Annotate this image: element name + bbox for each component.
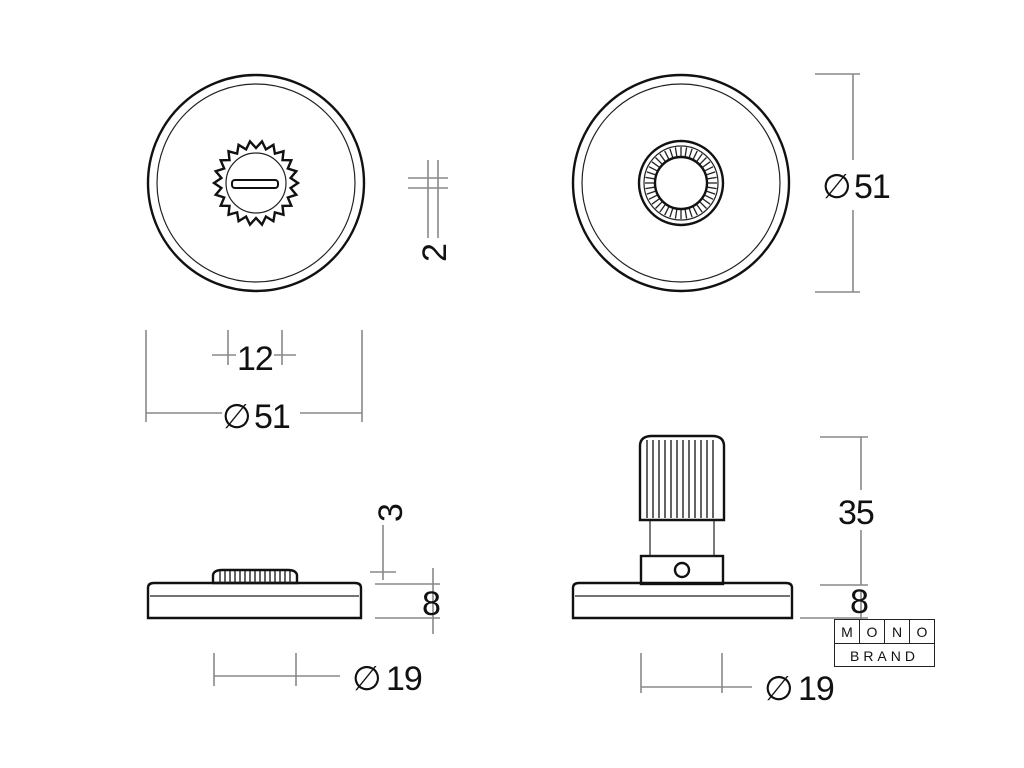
spline-tick xyxy=(645,176,655,180)
logo-letter: N xyxy=(885,620,910,643)
spline-tick xyxy=(707,186,717,190)
gear-teeth-outline xyxy=(211,139,301,227)
spline-tick xyxy=(702,161,711,168)
spline-tick xyxy=(702,198,711,205)
spline-tick xyxy=(664,206,670,216)
spline-tick xyxy=(659,153,666,162)
spindle-height-dimension: 35 xyxy=(820,436,875,586)
spline-tick xyxy=(688,208,693,218)
logo-letter: M xyxy=(835,620,860,643)
spline-tick xyxy=(707,176,717,180)
right-diameter-label: 19 xyxy=(798,670,834,708)
spindle-knurled-knob xyxy=(638,434,726,522)
set-screw-hole xyxy=(673,561,691,579)
spline-tick xyxy=(688,148,693,158)
spline-tick xyxy=(646,171,656,176)
side-view-rosette xyxy=(146,568,363,620)
side-view-with-spindle xyxy=(571,434,794,620)
spline-tick xyxy=(651,161,660,168)
logo-top-row: M O N O xyxy=(835,620,934,644)
spline-tick xyxy=(655,201,663,209)
spline-tick xyxy=(645,186,655,190)
spline-tick xyxy=(674,147,678,157)
spline-tick xyxy=(648,166,658,172)
spline-tick xyxy=(699,201,707,209)
spindle-height-label: 35 xyxy=(838,494,874,532)
right-diameter-dimension: ∅ 19 xyxy=(640,653,835,708)
side-base-thickness-label: 8 xyxy=(422,585,440,623)
spline-tick xyxy=(692,206,698,216)
right-diameter-symbol: ∅ xyxy=(764,670,793,708)
side-knurled-knob xyxy=(211,568,299,585)
spline-tick xyxy=(646,190,656,195)
spline-tick xyxy=(674,209,678,219)
spline-tick xyxy=(669,208,674,218)
spline-tick xyxy=(692,150,698,160)
rear-spline-ring xyxy=(645,147,717,219)
rear-diameter-label: 51 xyxy=(854,168,890,206)
spline-tick xyxy=(651,198,660,205)
front-diameter-dimension: ∅ 51 xyxy=(145,330,363,436)
spline-tick xyxy=(669,148,674,158)
logo-letter: O xyxy=(860,620,885,643)
rear-view-rosette xyxy=(571,73,791,293)
spline-tick xyxy=(696,153,703,162)
spline-tick xyxy=(696,204,703,213)
slot-depth-label: 2 xyxy=(416,244,454,262)
spline-tick xyxy=(704,166,714,172)
side-knob-height-dimension: 3 xyxy=(370,504,410,580)
spline-tick xyxy=(659,204,666,213)
spline-tick xyxy=(706,171,716,176)
logo-letter: O xyxy=(916,623,928,640)
spline-tick xyxy=(664,150,670,160)
side-base-thickness-dimension: 8 xyxy=(375,568,441,634)
knob-outline xyxy=(211,568,299,585)
spline-tick xyxy=(684,209,688,219)
spline-tick xyxy=(699,157,707,165)
spline-tick xyxy=(655,157,663,165)
rear-diameter-symbol: ∅ xyxy=(822,168,851,206)
front-knurled-turn-knob xyxy=(211,139,301,227)
slot-width-dimension: 12 xyxy=(212,330,296,378)
knob-outline xyxy=(638,434,726,522)
spline-tick xyxy=(704,194,714,200)
spline-tick xyxy=(706,190,716,195)
mono-brand-logo: M O N O BRAND xyxy=(834,619,935,667)
side-diameter-label: 19 xyxy=(386,660,422,698)
logo-bottom-row: BRAND xyxy=(849,647,919,664)
front-slot xyxy=(231,179,279,189)
front-view-rosette xyxy=(146,73,366,293)
side-diameter-symbol: ∅ xyxy=(352,660,381,698)
right-base-thickness-label: 8 xyxy=(850,583,868,621)
side-diameter-dimension: ∅ 19 xyxy=(213,653,423,698)
front-diameter-label: 51 xyxy=(254,398,290,436)
spline-tick xyxy=(648,194,658,200)
spline-tick xyxy=(684,147,688,157)
rear-diameter-dimension: ∅ 51 xyxy=(815,73,891,293)
slot-depth-dimension: 2 xyxy=(408,160,454,262)
front-diameter-symbol: ∅ xyxy=(222,398,251,436)
side-knob-height-label: 3 xyxy=(372,504,410,522)
slot-width-label: 12 xyxy=(237,340,273,378)
